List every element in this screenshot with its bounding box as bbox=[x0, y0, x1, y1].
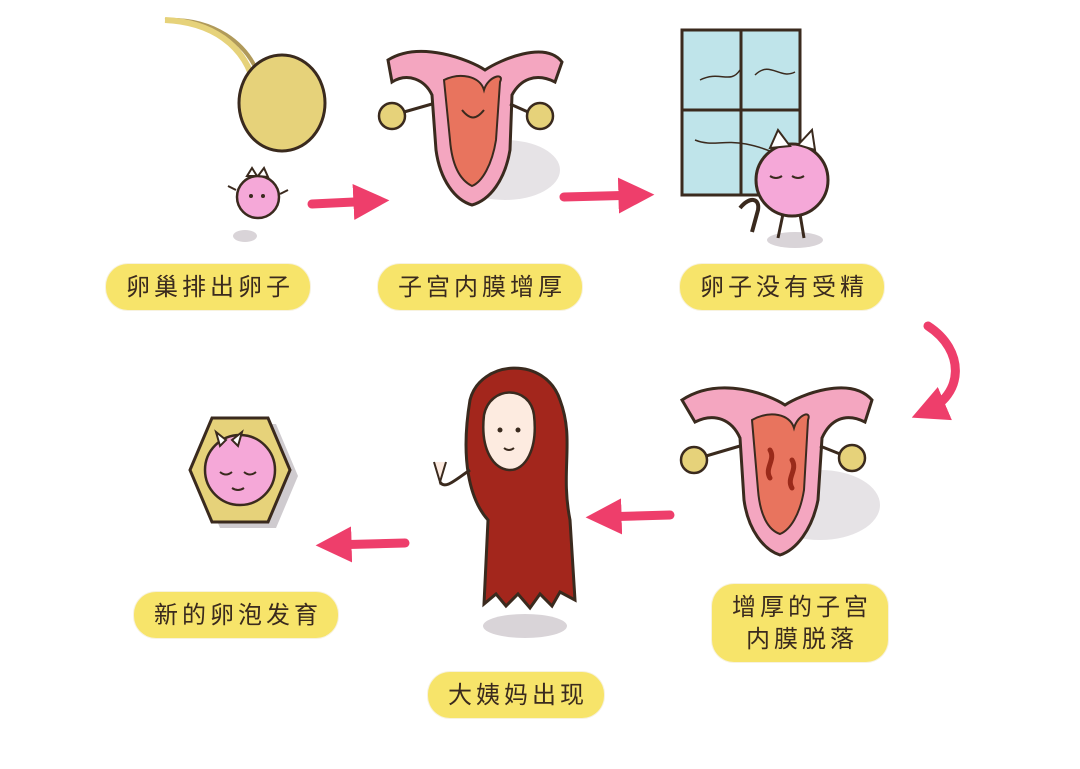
arrow-icon bbox=[307, 184, 390, 221]
label-text: 子宫内膜增厚 bbox=[398, 273, 566, 301]
label-egg-not-fertilized: 卵子没有受精 bbox=[680, 264, 884, 310]
label-text-line1: 增厚的子宫 bbox=[732, 593, 872, 621]
hooded-figure-icon bbox=[433, 366, 577, 638]
label-ovulation: 卵巢排出卵子 bbox=[106, 264, 310, 310]
label-endometrium-thickens: 子宫内膜增厚 bbox=[378, 264, 582, 310]
uterus-icon bbox=[377, 50, 564, 207]
follicle-icon bbox=[188, 416, 298, 528]
label-period-arrives: 大姨妈出现 bbox=[428, 672, 604, 718]
label-text-line2: 内膜脱落 bbox=[746, 625, 858, 653]
arrow-icon bbox=[585, 498, 675, 535]
arrow-icon bbox=[315, 526, 410, 563]
shedding-uterus-icon bbox=[679, 386, 880, 557]
ovary-egg-icon bbox=[164, 17, 327, 242]
label-new-follicle: 新的卵泡发育 bbox=[134, 592, 338, 638]
label-text: 卵子没有受精 bbox=[700, 273, 868, 301]
arrow-icon bbox=[911, 321, 960, 421]
label-text: 大姨妈出现 bbox=[448, 681, 588, 709]
label-text: 新的卵泡发育 bbox=[154, 601, 322, 629]
window-egg-icon bbox=[680, 28, 830, 248]
label-endometrium-sheds: 增厚的子宫 内膜脱落 bbox=[712, 584, 888, 662]
label-text: 卵巢排出卵子 bbox=[126, 273, 294, 301]
arrow-icon bbox=[559, 177, 655, 214]
